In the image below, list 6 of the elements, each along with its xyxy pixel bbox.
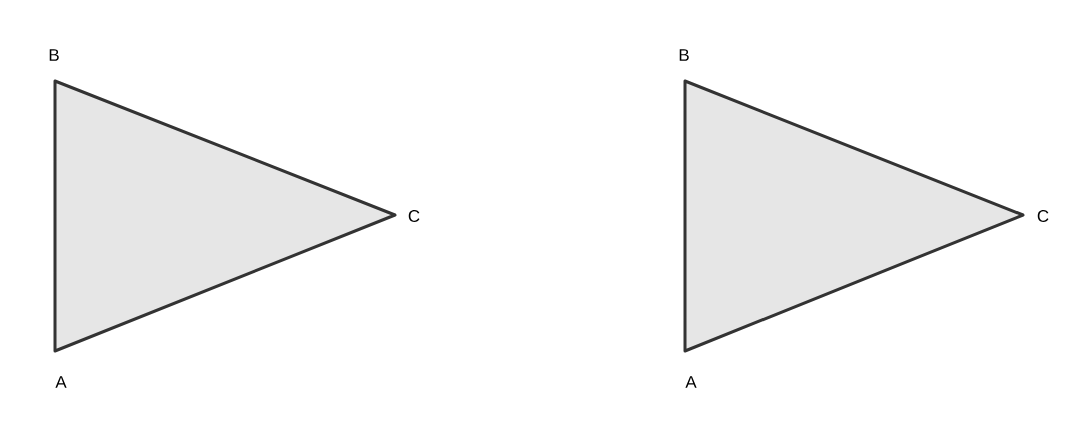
vertex-label: A: [55, 376, 67, 388]
vertex-label: B: [679, 49, 689, 61]
vertex-label: B: [49, 49, 59, 61]
vertex-label: A: [685, 376, 697, 388]
triangle: [53, 79, 397, 353]
triangle: [683, 79, 1025, 353]
